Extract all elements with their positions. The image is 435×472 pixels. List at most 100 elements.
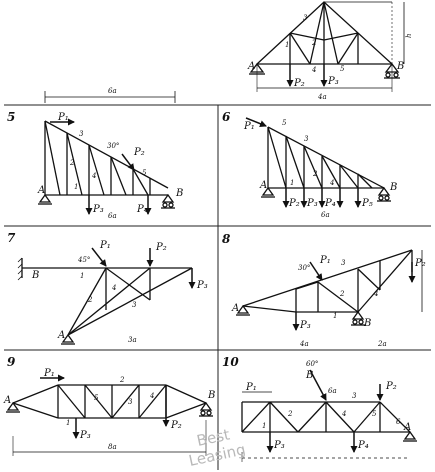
- p8-member-3: 3: [341, 259, 346, 267]
- p9-member-4: 4: [149, 392, 154, 400]
- p6-label-b: B: [389, 182, 397, 193]
- p7-angle: 45°: [77, 256, 90, 264]
- p8-member-4: 4: [373, 290, 378, 298]
- p5-member-2: 2: [69, 159, 75, 167]
- p6-dim-bottom: 6a: [321, 211, 330, 219]
- truss-panel-7: [17, 247, 196, 345]
- truss-panel-5: [38, 118, 175, 215]
- p6-label-p5: P₅: [361, 198, 373, 209]
- panel-10-number: 10: [222, 355, 239, 369]
- p9-member-2: 2: [119, 376, 125, 384]
- p9-label-a: A: [3, 395, 11, 406]
- p7-label-p3: P₃: [196, 280, 208, 291]
- p9-label-p2: P₂: [170, 420, 182, 431]
- p6-member-5: 5: [282, 119, 287, 127]
- p8-label-p3: P₃: [299, 320, 311, 331]
- p4-label-b: B: [396, 61, 404, 72]
- p7-label-b: B: [31, 270, 39, 281]
- p10-label-p3: P₃: [273, 440, 285, 451]
- p5-member-5: 5: [142, 169, 147, 177]
- p7-member-4: 4: [111, 284, 116, 292]
- p10-member-3: 3: [352, 392, 357, 400]
- p4-member-2: 2: [311, 39, 317, 47]
- p7-label-a: A: [57, 330, 65, 341]
- p6-label-a: A: [259, 180, 267, 191]
- p4-dim-width: 4a: [317, 93, 327, 101]
- p10-dim-top: 6a: [328, 387, 337, 395]
- p9-label-p3: P₃: [79, 430, 91, 441]
- p9-dim-bottom: 8a: [108, 443, 117, 451]
- p7-member-3: 3: [132, 301, 137, 309]
- p8-label-a: A: [231, 303, 239, 314]
- truss-panel-8: [236, 249, 423, 331]
- p10-label-p2: P₂: [385, 381, 397, 392]
- p7-member-1: 1: [80, 272, 84, 280]
- p5-top-dimension: [44, 91, 176, 103]
- p5-member-3: 3: [79, 130, 84, 138]
- truss-panel-4: [249, 1, 405, 92]
- p8-dim-bottom-right: 2a: [377, 340, 387, 348]
- p5-label-a: A: [37, 185, 45, 196]
- p7-label-p2: P₂: [155, 242, 167, 253]
- p4-member-4: 4: [311, 66, 316, 74]
- p9-label-b: B: [207, 390, 215, 401]
- p5-label-p1: P₁: [57, 112, 69, 123]
- p9-member-5: 5: [94, 394, 99, 402]
- p7-dim-bottom: 3a: [128, 336, 137, 344]
- p10-label-a: A: [403, 422, 411, 433]
- panel-grid: [4, 104, 431, 470]
- p7-label-p1: P₁: [99, 240, 111, 251]
- p10-member-6: 6: [396, 418, 401, 426]
- p5-dim-width: 6a: [108, 87, 117, 95]
- p6-member-2: 2: [312, 170, 318, 178]
- truss-panel-10: [241, 369, 417, 462]
- p4-member-1: 1: [285, 41, 289, 49]
- p4-member-3: 3: [303, 14, 308, 22]
- panel-7-number: 7: [7, 231, 16, 245]
- p8-label-p1: P₁: [319, 255, 331, 266]
- p8-label-b: B: [363, 318, 371, 329]
- p10-label-b: B: [305, 370, 313, 381]
- panel-6-number: 6: [222, 110, 231, 124]
- p10-angle: 60°: [306, 360, 318, 368]
- p4-label-p3: P₃: [327, 76, 339, 87]
- panel-8-number: 8: [222, 232, 231, 246]
- p5-label-p4: P₄: [136, 204, 148, 215]
- panel-9-number: 9: [7, 355, 16, 369]
- p6-member-4: 4: [329, 179, 334, 187]
- p9-label-p1: P₁: [43, 368, 55, 379]
- p10-member-4: 4: [341, 410, 346, 418]
- p6-label-p3: P₃: [306, 198, 318, 209]
- p6-member-1: 1: [290, 179, 294, 187]
- p5-member-4: 4: [91, 172, 96, 180]
- p6-member-3: 3: [304, 135, 309, 143]
- p8-dim-bottom-left: 4a: [299, 340, 309, 348]
- p6-label-p2: P₂: [288, 198, 300, 209]
- truss-panel-6: [245, 117, 391, 208]
- p10-member-1: 1: [262, 422, 266, 430]
- p5-dim-bottom: 6a: [108, 212, 117, 220]
- p6-label-p4: P₄: [324, 198, 336, 209]
- truss-panel-9: [6, 374, 213, 456]
- p10-label-p4: P₄: [357, 440, 369, 451]
- p4-label-p2: P₂: [293, 78, 305, 89]
- p8-label-p2: P₂: [414, 258, 426, 269]
- p6-label-p1: P₁: [243, 121, 255, 132]
- p10-member-5: 5: [372, 410, 377, 418]
- p5-label-b: B: [175, 188, 183, 199]
- p5-label-p3: P₃: [92, 204, 104, 215]
- p10-label-p1: P₁: [245, 382, 257, 393]
- p4-member-5: 5: [340, 65, 345, 73]
- p5-member-1: 1: [74, 183, 78, 191]
- panel-5-number: 5: [7, 110, 15, 124]
- p5-angle: 30°: [107, 142, 119, 150]
- p8-member-1: 1: [333, 312, 337, 320]
- p8-member-2: 2: [339, 290, 345, 298]
- p5-label-p2: P₂: [133, 147, 145, 158]
- p4-dim-height: h: [405, 33, 413, 38]
- p10-member-2: 2: [287, 410, 293, 418]
- p7-member-2: 2: [87, 296, 93, 304]
- p4-label-a: A: [247, 61, 255, 72]
- p9-member-3: 3: [128, 398, 133, 406]
